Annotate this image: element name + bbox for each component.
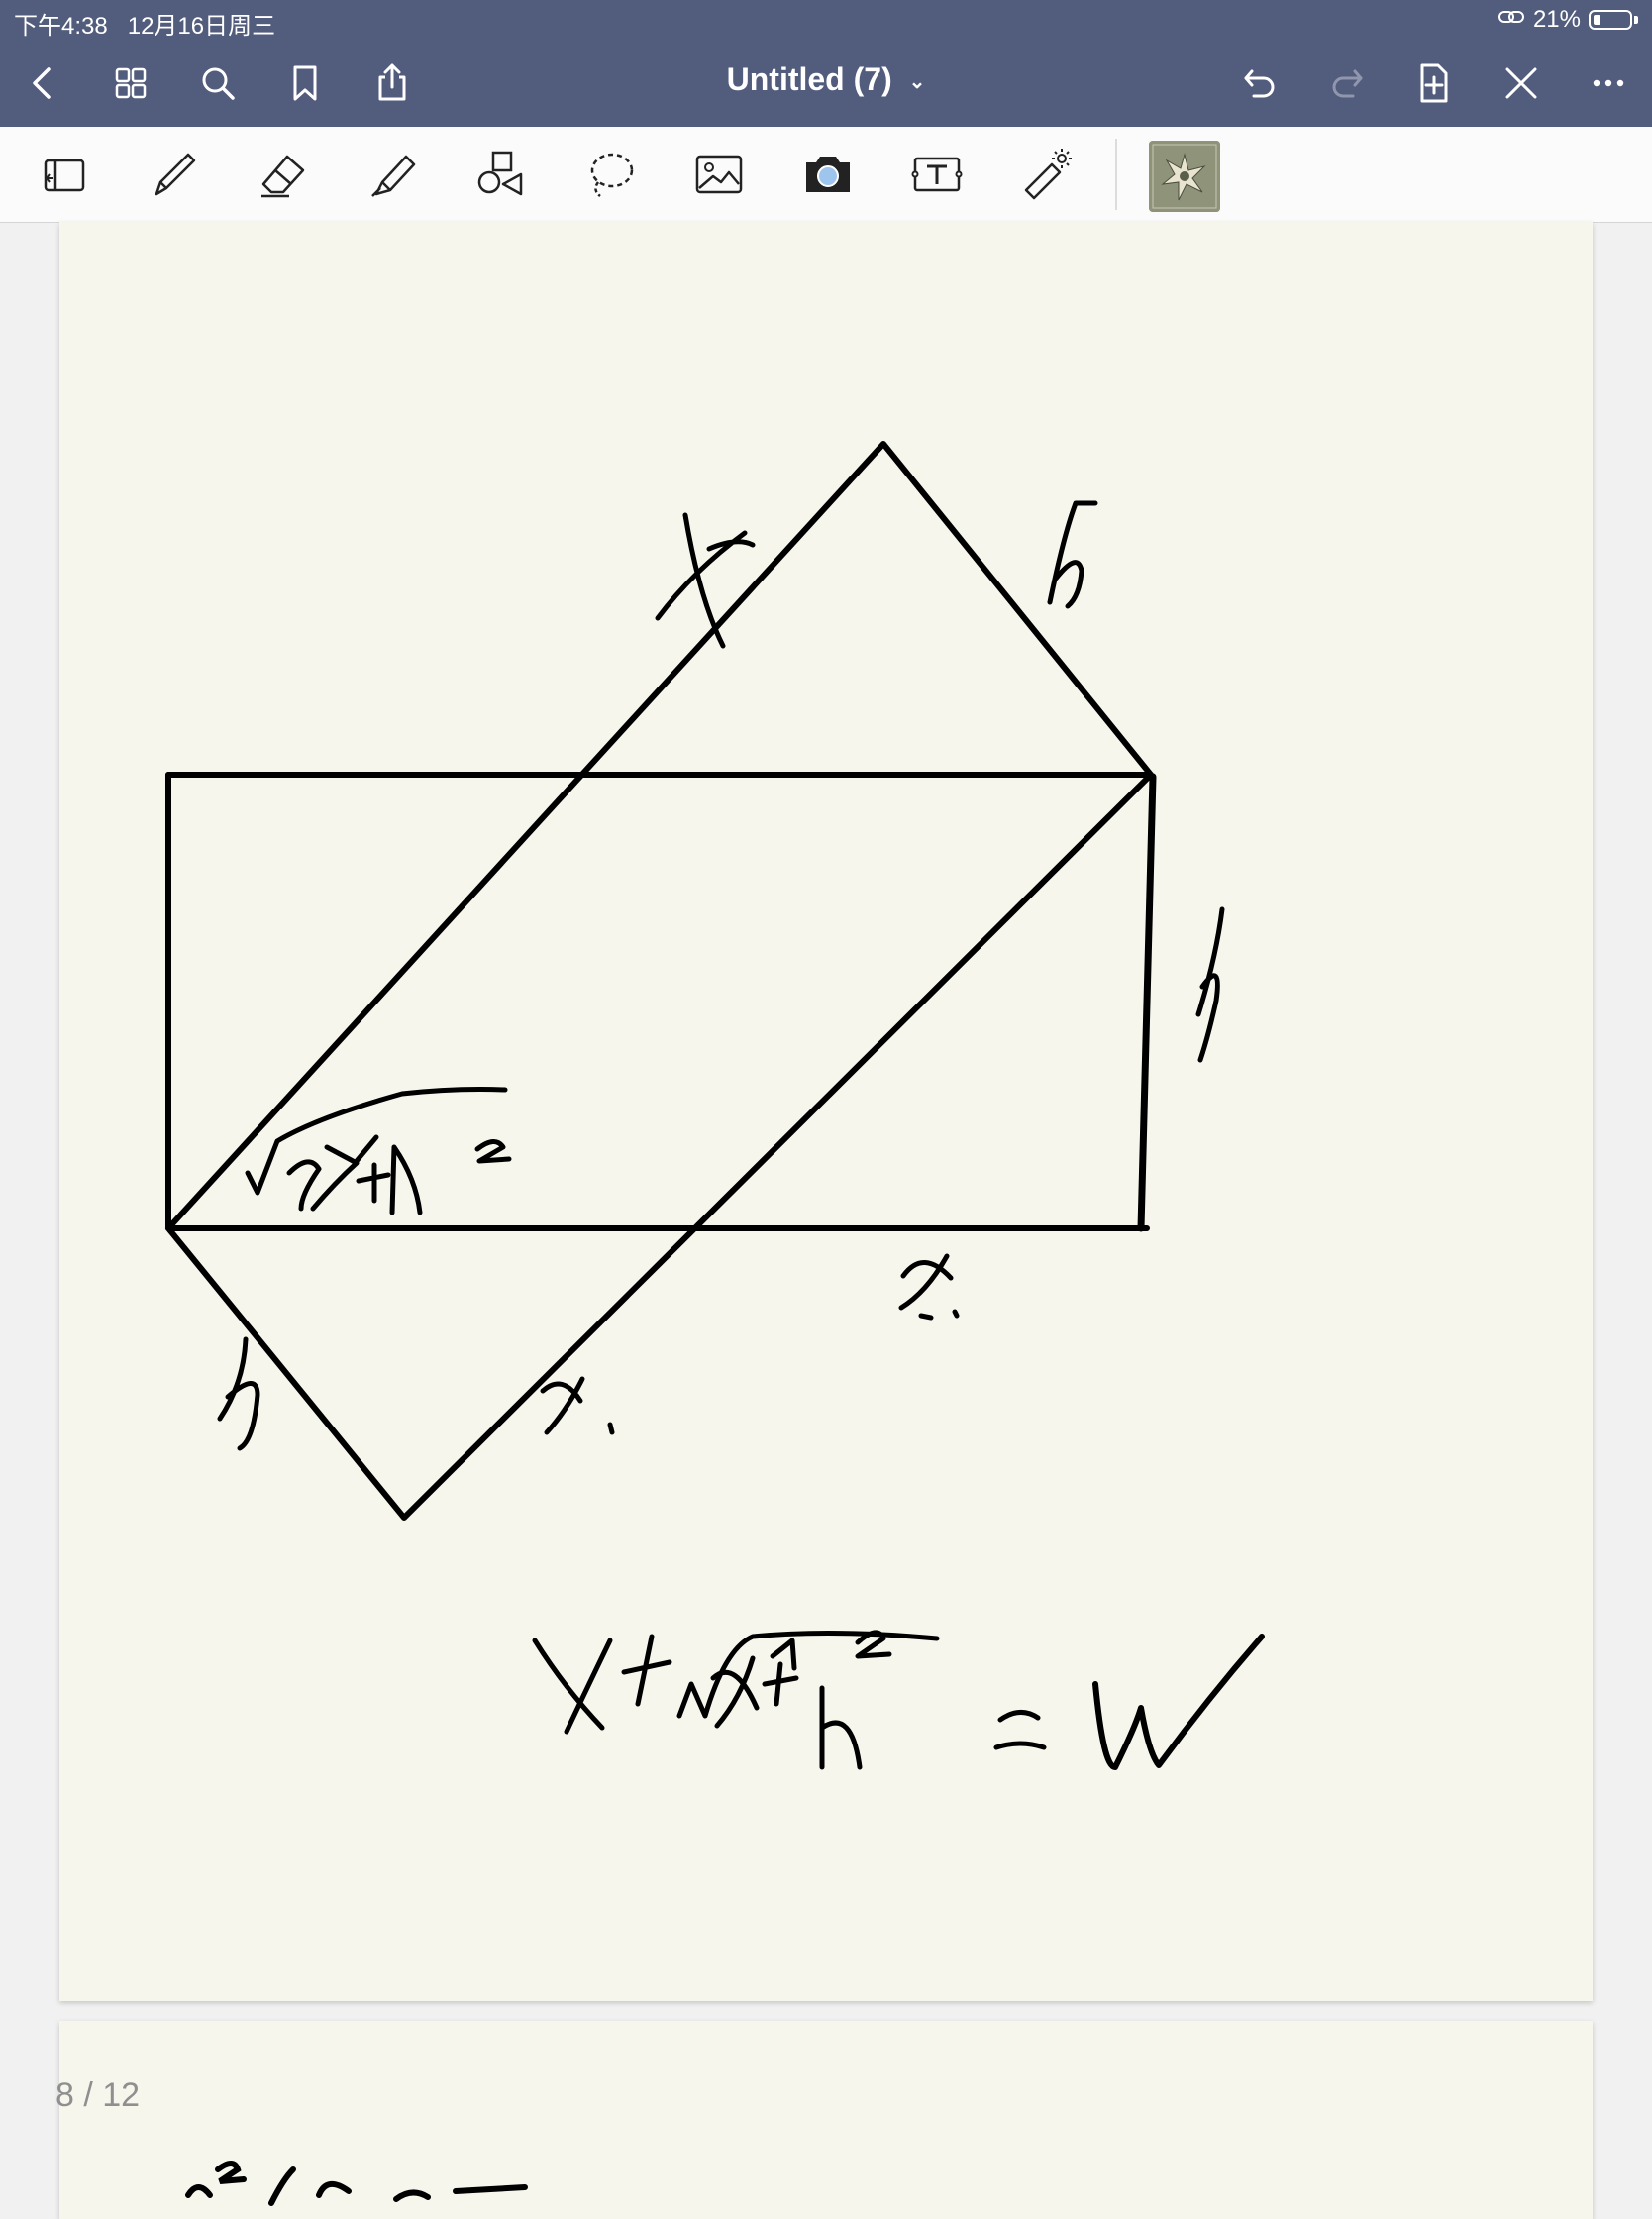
handwriting-canvas[interactable] — [59, 222, 1593, 2001]
status-time-date: 下午4:38 12月16日周三 — [14, 6, 275, 41]
shapes-icon — [477, 151, 523, 196]
sticker-star-icon — [1149, 141, 1220, 212]
text-tool-button[interactable] — [905, 143, 969, 206]
notebook-page-current[interactable] — [59, 222, 1593, 2001]
undo-icon — [1244, 69, 1275, 98]
camera-tool-button[interactable] — [796, 143, 860, 206]
label-h-top — [1047, 500, 1098, 609]
add-page-icon — [1420, 63, 1448, 103]
eraser-tool-button[interactable] — [252, 143, 315, 206]
share-button[interactable] — [364, 55, 420, 111]
page-tool-button[interactable] — [34, 143, 97, 206]
laser-pointer-tool-button[interactable] — [1014, 143, 1078, 206]
lasso-icon — [590, 153, 634, 197]
shapes-tool-button[interactable] — [469, 143, 533, 206]
highlighter-icon — [371, 155, 416, 197]
page-tool-icon — [44, 158, 85, 192]
back-button[interactable] — [16, 55, 71, 111]
equation-plus — [621, 1634, 672, 1707]
search-button[interactable] — [190, 55, 246, 111]
battery-icon — [1589, 10, 1632, 30]
document-title-text: Untitled (7) — [726, 61, 892, 97]
bookmark-button[interactable] — [277, 55, 333, 111]
image-icon — [695, 155, 743, 194]
pen-icon — [155, 153, 196, 196]
status-date: 12月16日周三 — [127, 13, 276, 40]
redo-button[interactable] — [1319, 55, 1375, 111]
hide-toolbar-button[interactable] — [1494, 55, 1549, 111]
pen-cross-icon — [1505, 67, 1537, 99]
sticker-thumbnail[interactable] — [1149, 141, 1220, 212]
redo-icon — [1332, 69, 1363, 98]
undo-button[interactable] — [1232, 55, 1288, 111]
notebook-page-next[interactable] — [59, 2021, 1593, 2219]
link-icon — [1497, 6, 1525, 34]
document-title[interactable]: Untitled (7) ⌄ — [0, 61, 1652, 98]
status-right: 21% — [1497, 6, 1638, 34]
equation-x2h2 — [710, 1630, 892, 1770]
next-page-canvas — [185, 2161, 528, 2206]
equation-x — [532, 1638, 613, 1735]
text-box-icon — [911, 157, 963, 192]
rectangle-right-stroke — [1137, 773, 1157, 1232]
bookmark-icon — [293, 65, 317, 101]
lasso-tool-button[interactable] — [578, 143, 642, 206]
label-x-bottom — [898, 1253, 960, 1321]
label-h-right — [1195, 906, 1225, 1063]
laser-pointer-icon — [1024, 149, 1072, 200]
tilted-shape-stroke — [165, 441, 1154, 1521]
label-x-top — [655, 512, 756, 649]
add-page-button[interactable] — [1406, 55, 1462, 111]
status-time: 下午4:38 — [14, 13, 108, 40]
camera-icon — [806, 157, 850, 192]
label-h-bottom — [217, 1336, 260, 1451]
label-x-lower — [540, 1376, 615, 1435]
equation-equals — [993, 1710, 1047, 1750]
chevron-left-icon — [33, 67, 51, 99]
grid-icon — [115, 67, 147, 99]
label-sqrt-inner — [245, 1087, 512, 1215]
toolbar-divider — [1115, 139, 1117, 210]
more-button[interactable] — [1581, 55, 1636, 111]
chevron-down-icon: ⌄ — [908, 71, 926, 94]
app-header: 下午4:38 12月16日周三 21% Untitled (7) ⌄ — [0, 0, 1652, 127]
search-icon — [202, 67, 235, 100]
eraser-icon — [261, 155, 305, 198]
thumbnails-button[interactable] — [103, 55, 158, 111]
equation-w — [1092, 1634, 1265, 1770]
highlighter-tool-button[interactable] — [361, 143, 424, 206]
rectangle-stroke — [165, 772, 1150, 1231]
tool-bar — [0, 127, 1652, 223]
share-icon — [378, 63, 406, 101]
page-indicator: 8 / 12 — [55, 2076, 141, 2114]
pen-tool-button[interactable] — [143, 143, 206, 206]
more-icon — [1593, 79, 1624, 87]
battery-percent: 21% — [1532, 6, 1581, 33]
image-tool-button[interactable] — [687, 143, 751, 206]
